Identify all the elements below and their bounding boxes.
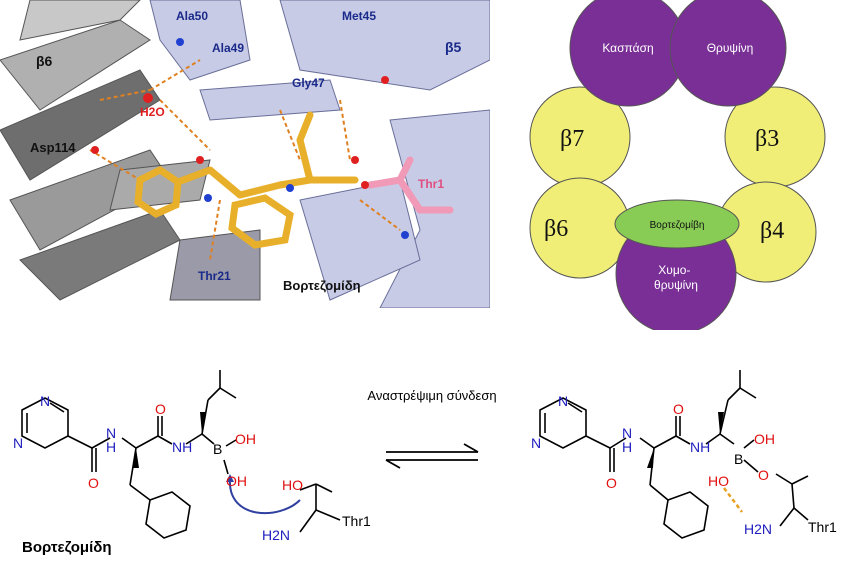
atom-o-r2: O (673, 401, 684, 417)
label-chymotrypsin: Χυμο- θρυψίνη (654, 263, 698, 292)
crystal-structure-panel: Ala50 Met45 Ala49 Gly47 Thr21 Asp114 Thr… (0, 0, 490, 308)
subunit-ring-svg: Κασπάση Θρυψίνη Χυμο- θρυψίνη β7 β3 β6 β… (529, 0, 826, 335)
thr1-sticks (366, 156, 454, 214)
atom-n-amide-1: N (106, 425, 116, 441)
bortezomib-structure-left (21, 370, 341, 539)
atom-o-1: O (88, 475, 99, 491)
atom-markers (91, 38, 409, 239)
atom-h-amide-1: H (106, 439, 116, 455)
bortezomib-caption: Βορτεζομίδη (22, 539, 112, 556)
water-molecule (143, 93, 153, 103)
atom-oh-right: OH (754, 431, 775, 447)
atom-thr1-left: Thr1 (342, 513, 371, 529)
atom-n-2: N (13, 435, 23, 451)
stereo-wedge-left-2 (200, 412, 206, 434)
stereo-wedge-right-1 (647, 448, 654, 468)
atom-h2n-right: H2N (744, 521, 772, 537)
atom-o-ester-right: O (758, 467, 769, 483)
left-atom-labels: N N N H NH O O B OH OH HO H2N Thr1 (13, 393, 371, 543)
atom-n-1: N (40, 393, 50, 409)
crystal-structure-render: Ala50 Met45 Ala49 Gly47 Thr21 Asp114 Thr… (0, 0, 490, 308)
atom-o-2: O (155, 401, 166, 417)
label-thr1: Thr1 (418, 177, 444, 191)
right-atom-labels: N N N H NH O O B OH HO O H2N Thr1 (531, 393, 837, 537)
label-ala49: Ala49 (212, 41, 244, 55)
label-chymotrypsin-line1: Χυμο- (658, 263, 690, 277)
hydrogen-bond-right (723, 487, 743, 513)
residue-labels: Ala50 Met45 Ala49 Gly47 Thr21 (176, 9, 376, 283)
label-bortezomib-center: Βορτεζομίβη (650, 219, 705, 231)
label-beta6-strand: β6 (36, 53, 53, 69)
label-beta4: β4 (760, 218, 784, 244)
atom-oh-left-2: OH (226, 473, 247, 489)
label-chymotrypsin-line2: θρυψίνη (654, 278, 698, 292)
atom-thr1-right: Thr1 (808, 519, 837, 535)
atom-n-r1: N (558, 393, 568, 409)
atom-h2n-left: H2N (262, 527, 290, 543)
bortezomib-structure-right (539, 370, 809, 539)
reaction-scheme: N N N H NH O O B OH OH HO H2N Thr1 Βορτε… (0, 340, 864, 564)
reaction-svg: N N N H NH O O B OH OH HO H2N Thr1 Βορτε… (13, 370, 837, 556)
label-gly47: Gly47 (292, 76, 325, 90)
stereo-wedge-left-1 (133, 448, 139, 468)
hydrogen-bonds (89, 59, 401, 261)
subunit-trypsin (669, 0, 787, 107)
atom-nh-amide-2: NH (172, 439, 192, 455)
atom-h-amide-r1: H (622, 439, 632, 455)
equilibrium-arrows[interactable] (385, 443, 479, 469)
bortezomib-ellipse (614, 199, 740, 249)
atom-boron-right: B (734, 451, 743, 467)
label-ala50: Ala50 (176, 9, 208, 23)
proteasome-subunit-diagram: Κασπάση Θρυψίνη Χυμο- θρυψίνη β7 β3 β6 β… (500, 0, 864, 335)
atom-nh-amide-r2: NH (690, 439, 710, 455)
atom-oh-left-1: OH (235, 431, 256, 447)
label-beta5-strand: β5 (445, 39, 462, 55)
label-beta6: β6 (544, 216, 568, 242)
atom-boron-left: B (213, 441, 222, 457)
nucleophilic-attack-arrow (228, 479, 301, 514)
label-beta7: β7 (560, 126, 584, 152)
atom-o-r1: O (606, 475, 617, 491)
atom-n-amide-r1: N (622, 425, 632, 441)
label-asp114: Asp114 (30, 140, 76, 155)
stereo-wedge-right-2 (718, 412, 724, 434)
atom-n-r2: N (531, 435, 541, 451)
reaction-label: Αναστρέψιμη σύνδεση (367, 388, 496, 403)
bortezomib-sticks (134, 111, 359, 249)
attack-arrow-head (226, 474, 234, 482)
atom-ho-right: HO (708, 473, 729, 489)
label-beta3: β3 (755, 126, 779, 152)
label-bortezomib-structure: Βορτεζομίδη (283, 278, 361, 293)
label-trypsin: Θρυψίνη (707, 41, 754, 55)
label-water: H2O (140, 105, 165, 119)
atom-ho-left: HO (282, 477, 303, 493)
label-met45: Met45 (342, 9, 376, 23)
gray-protein-cartoon (0, 0, 261, 301)
label-caspase: Κασπάση (602, 41, 653, 55)
label-thr21: Thr21 (198, 269, 231, 283)
